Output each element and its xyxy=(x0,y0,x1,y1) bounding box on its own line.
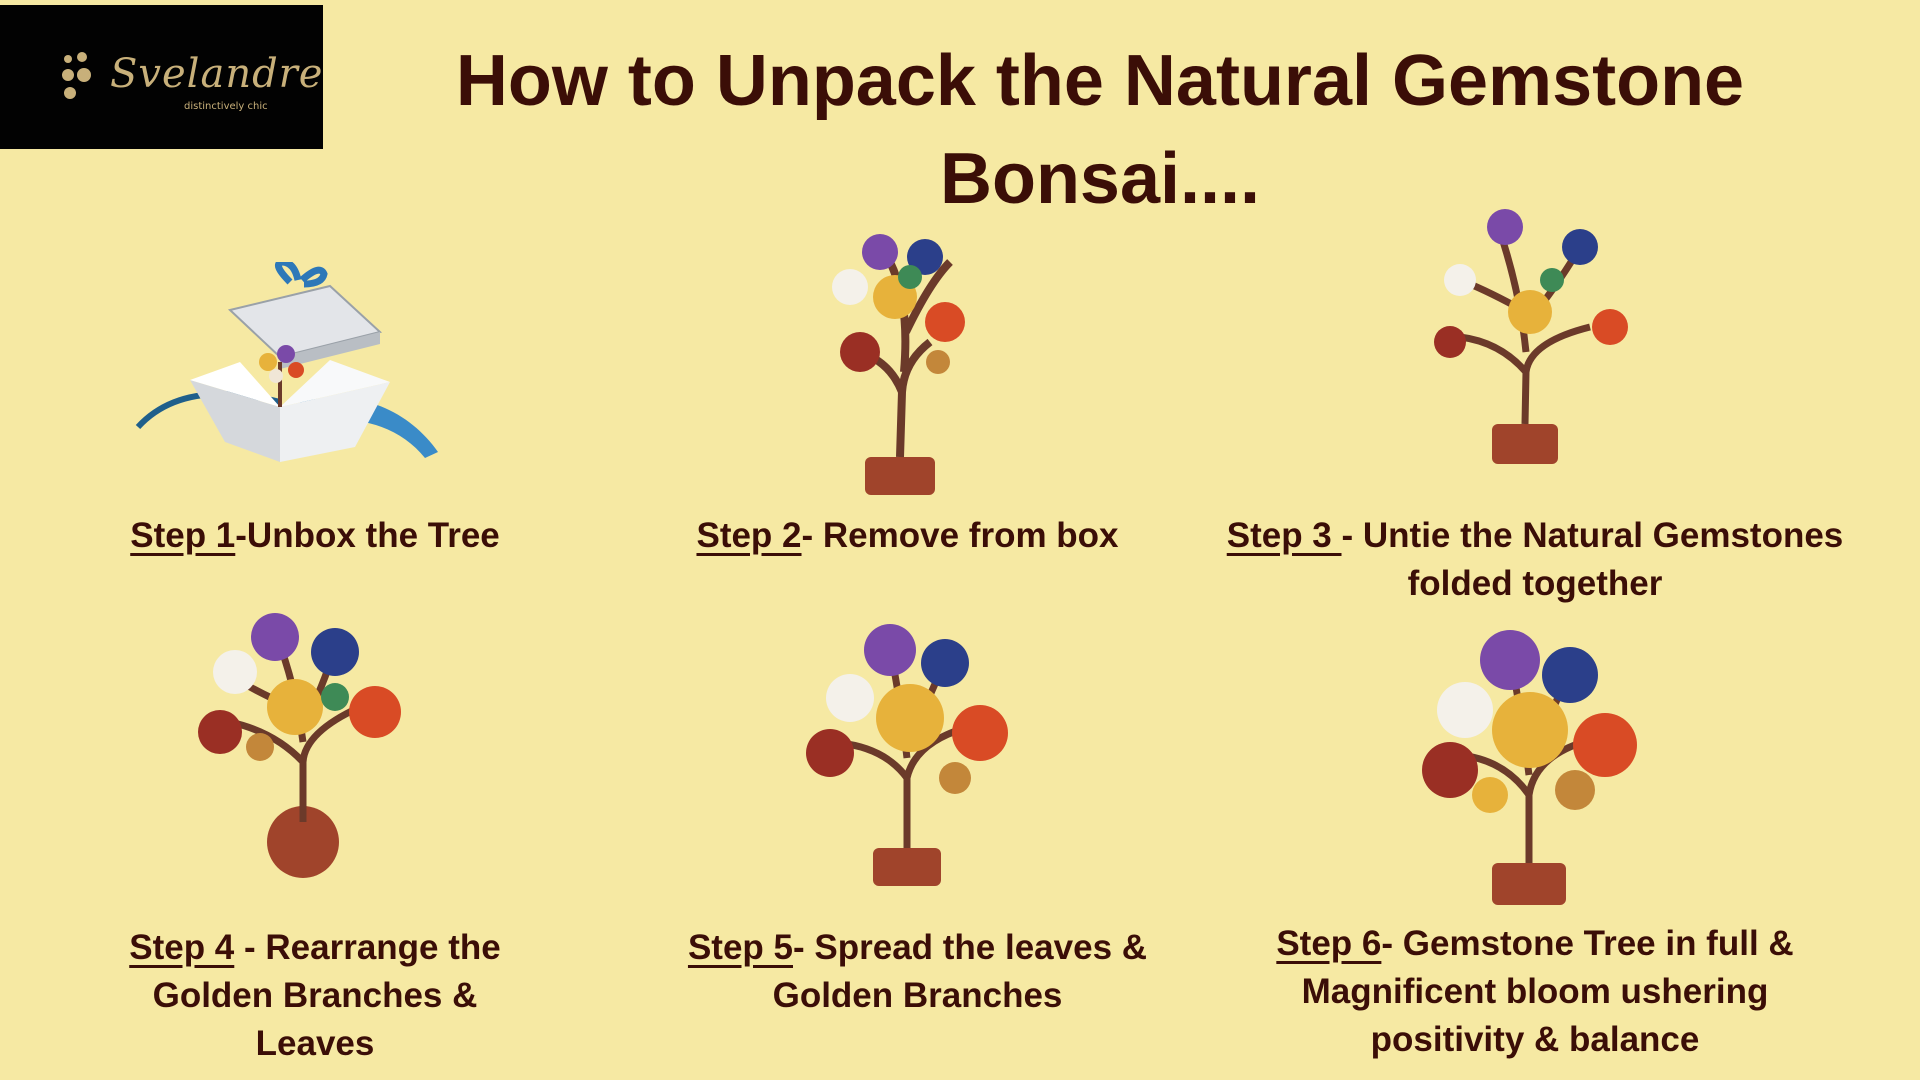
step-5-label: Step 5 xyxy=(687,928,793,967)
untied-gemstone-tree-icon xyxy=(1434,209,1628,464)
step-1-caption: Step 1-Unbox the Tree xyxy=(60,512,570,560)
spread-gemstone-tree-icon xyxy=(806,624,1008,886)
step-5-caption: Step 5- Spread the leaves & Golden Branc… xyxy=(680,924,1155,1020)
full-bloom-gemstone-tree-icon xyxy=(1422,630,1637,905)
opened-gift-box-icon xyxy=(135,262,438,462)
step-4-caption: Step 4 - Rearrange the Golden Branches &… xyxy=(110,924,520,1068)
step-3-label: Step 3 xyxy=(1226,516,1342,555)
brand-logo: Svelandre distinctively chic xyxy=(0,5,323,149)
step-2-caption: Step 2- Remove from box xyxy=(650,512,1165,560)
brand-name: Svelandre xyxy=(110,51,324,97)
step-6-caption: Step 6- Gemstone Tree in full & Magnific… xyxy=(1255,920,1815,1064)
step-2-label: Step 2 xyxy=(696,516,802,555)
folded-gemstone-tree-icon xyxy=(832,234,965,495)
step-3-text: - Untie the Natural Gemstones folded tog… xyxy=(1341,516,1844,603)
step-4-text: - Rearrange the Golden Branches & Leaves xyxy=(152,928,501,1063)
step-2-text: - Remove from box xyxy=(801,516,1119,555)
step-1-label: Step 1 xyxy=(130,516,236,555)
rearranged-gemstone-tree-icon xyxy=(198,613,401,878)
step-5-text: - Spread the leaves & Golden Branches xyxy=(772,928,1148,1015)
step-6-text: - Gemstone Tree in full & Magnificent bl… xyxy=(1301,924,1794,1059)
step-6-label: Step 6 xyxy=(1276,924,1382,963)
step-4-label: Step 4 xyxy=(129,928,235,967)
step-3-caption: Step 3 - Untie the Natural Gemstones fol… xyxy=(1200,512,1870,608)
dots-logo-icon xyxy=(62,52,91,99)
page-title: How to Unpack the Natural Gemstone Bonsa… xyxy=(455,41,1745,219)
brand-tagline: distinctively chic xyxy=(184,101,268,112)
step-1-text: -Unbox the Tree xyxy=(235,516,500,555)
